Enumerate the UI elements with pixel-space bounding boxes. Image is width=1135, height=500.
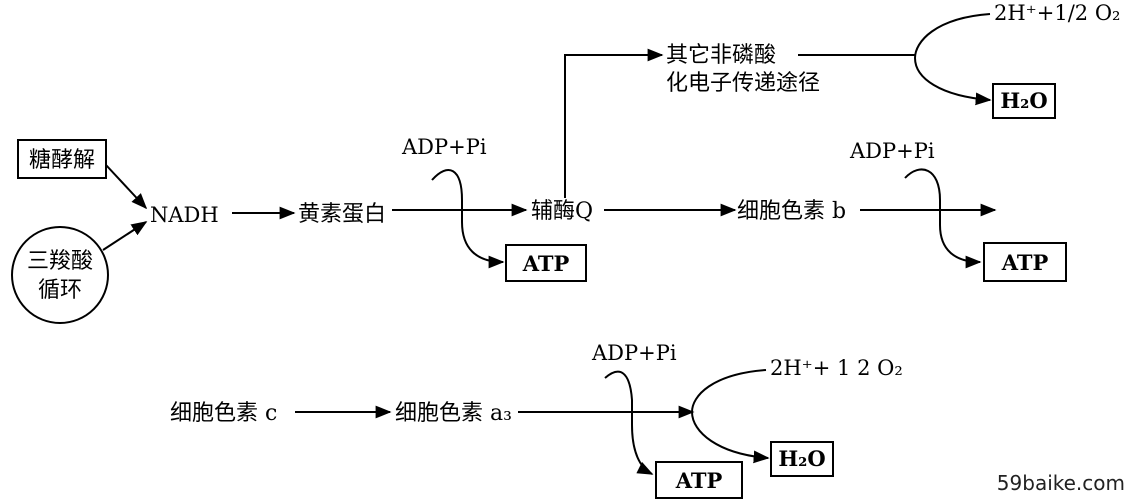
arrow-tca-nadh bbox=[102, 221, 148, 251]
atp-label-2: ATP bbox=[1001, 250, 1049, 275]
watermark: 59baike.com bbox=[997, 471, 1125, 495]
arrow-coq-alt-pathway bbox=[564, 48, 664, 198]
tca-label-line2: 循环 bbox=[38, 278, 82, 303]
adp-pi-label-3: ADP+Pi bbox=[591, 341, 677, 365]
h2o-label-top: H₂O bbox=[1000, 88, 1047, 113]
flavoprotein-label: 黄素蛋白 bbox=[298, 202, 386, 227]
atp-box-1 bbox=[505, 244, 587, 282]
atp-box-2 bbox=[983, 242, 1067, 282]
coq-label: 辅酶Q bbox=[531, 199, 593, 224]
adp-pi-label-1: ADP+Pi bbox=[401, 135, 487, 159]
phosphorylation-curve-3 bbox=[604, 370, 654, 475]
cyt-a3-label: 细胞色素 a₃ bbox=[395, 401, 512, 426]
alt-pathway-line1: 其它非磷酸 bbox=[666, 43, 776, 68]
oxygen-label-bottom: 2H⁺+ 1 2 O₂ bbox=[770, 356, 903, 380]
atp-label-1: ATP bbox=[522, 251, 570, 276]
h2o-box-top bbox=[992, 83, 1056, 119]
atp-label-3: ATP bbox=[675, 468, 723, 493]
atp-box-3 bbox=[655, 461, 743, 499]
alt-pathway-line2: 化电子传递途径 bbox=[666, 71, 820, 96]
oxygen-curve-top bbox=[913, 13, 992, 106]
glycolysis-label: 糖酵解 bbox=[29, 148, 95, 173]
cyt-b-label: 细胞色素 b bbox=[737, 199, 846, 224]
glycolysis-box bbox=[17, 139, 107, 179]
adp-pi-label-2: ADP+Pi bbox=[849, 139, 935, 163]
tca-circle bbox=[11, 226, 109, 324]
h2o-label-bottom: H₂O bbox=[778, 446, 825, 471]
oxygen-curve-bottom bbox=[690, 369, 770, 464]
phosphorylation-curve-2 bbox=[904, 168, 982, 269]
nadh-label: NADH bbox=[150, 203, 219, 227]
phosphorylation-curve-1 bbox=[431, 169, 505, 269]
arrow-glycolysis-nadh bbox=[105, 164, 148, 210]
cyt-c-label: 细胞色素 c bbox=[170, 401, 277, 426]
h2o-box-bottom bbox=[770, 441, 834, 477]
tca-label-line1: 三羧酸 bbox=[27, 249, 93, 274]
oxygen-label-top: 2H⁺+1/2 O₂ bbox=[994, 1, 1120, 25]
